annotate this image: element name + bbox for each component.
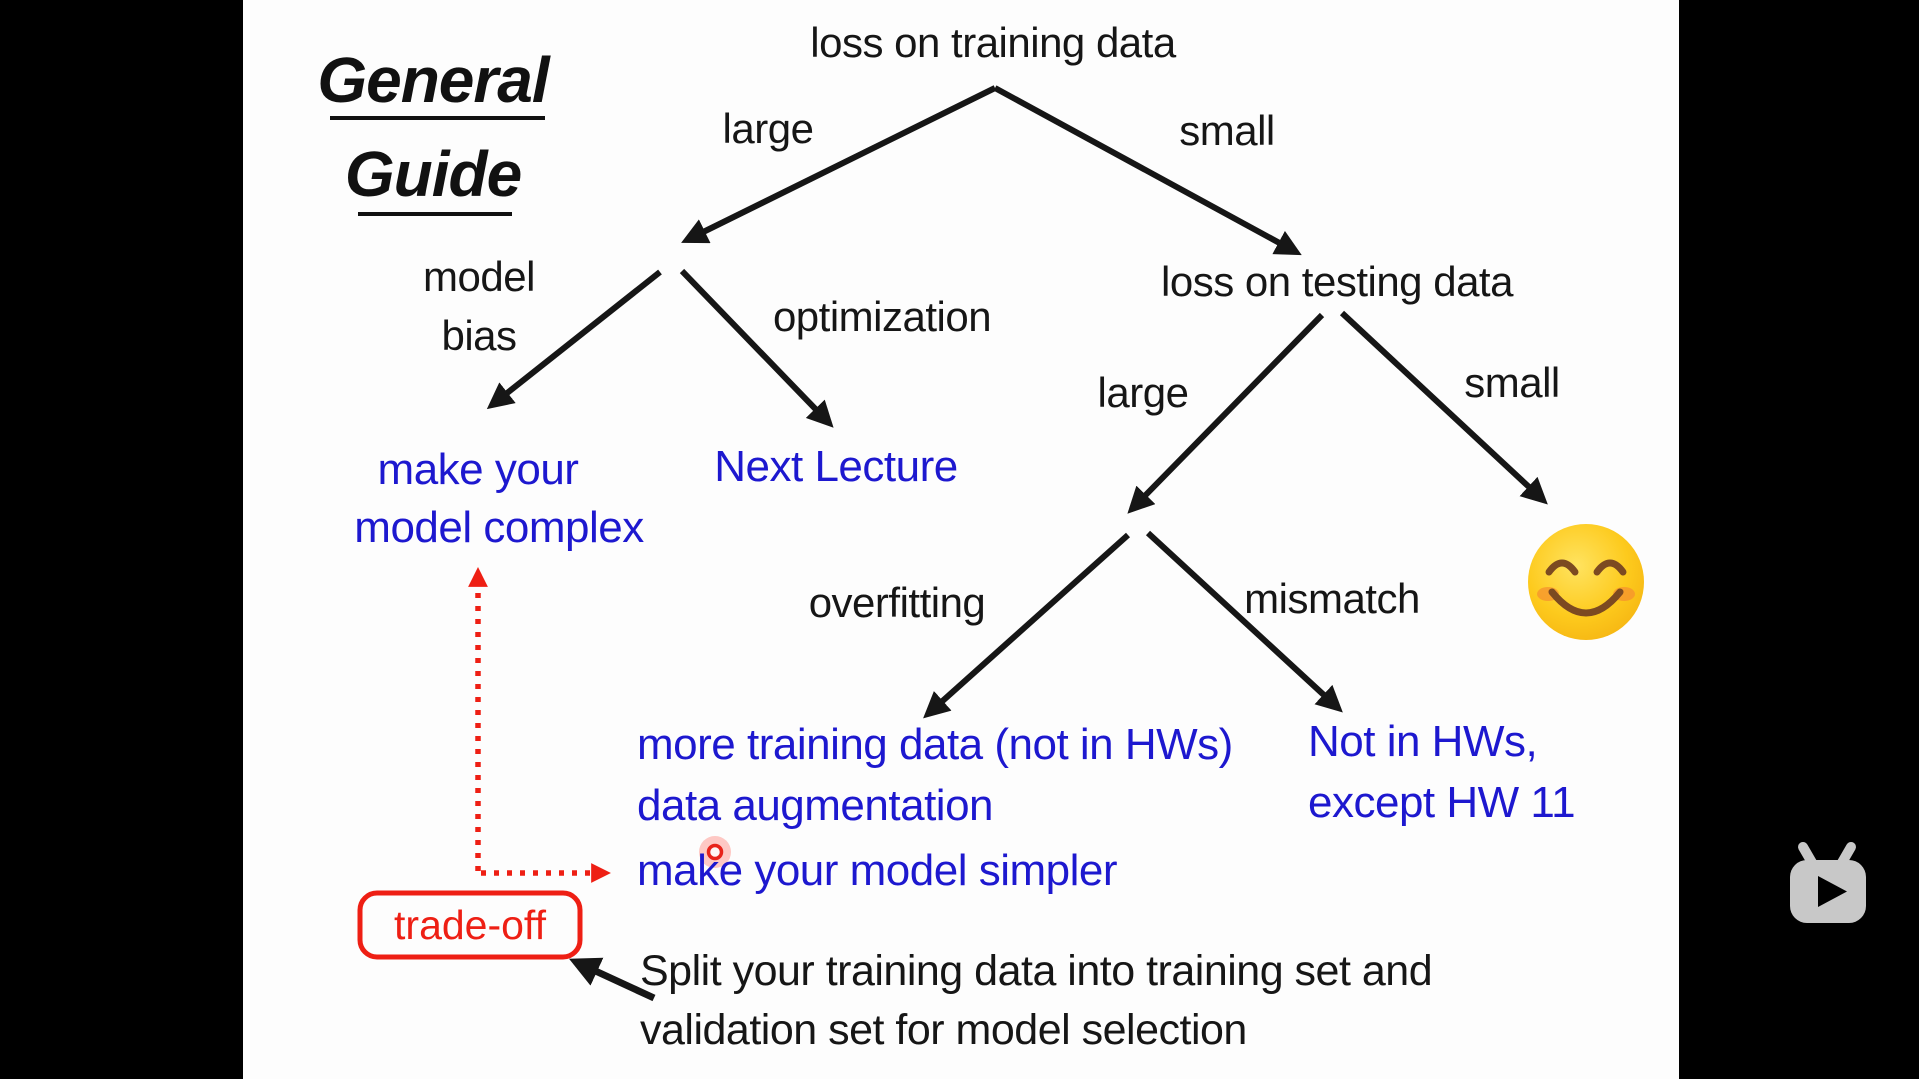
label-optimization: optimization <box>772 293 992 340</box>
remedy-next-lecture: Next Lecture <box>714 442 958 491</box>
label-mismatch: mismatch <box>1244 575 1420 622</box>
label-model-bias-line1: model <box>423 253 535 300</box>
branch-label-small-2: small <box>1464 359 1560 406</box>
overfitting-remedy-line2: data augmentation <box>637 781 994 830</box>
branch-label-large-1: large <box>722 105 814 152</box>
node-loss-testing: loss on testing data <box>1161 258 1513 305</box>
split-note-line1: Split your training data into training s… <box>640 947 1433 995</box>
play-triangle-icon <box>1818 876 1847 907</box>
split-note-line2: validation set for model selection <box>640 1006 1247 1054</box>
remedy-make-complex-line1: make your <box>377 445 579 494</box>
branch-label-small-1: small <box>1179 107 1275 154</box>
tv-body <box>1790 860 1866 923</box>
overfitting-remedy-line3: make your model simpler <box>637 846 1118 895</box>
antenna-right <box>1835 842 1856 871</box>
youtube-tv-watermark-icon[interactable] <box>1790 842 1866 923</box>
slide-title-line1: General <box>317 44 549 116</box>
label-model-bias-line2: bias <box>441 312 517 359</box>
antenna-left <box>1798 842 1819 871</box>
mismatch-note-line2: except HW 11 <box>1308 778 1576 827</box>
overfitting-remedy-line1: more training data (not in HWs) <box>637 720 1233 769</box>
branch-label-large-2: large <box>1097 369 1189 416</box>
trade-off-label: trade-off <box>394 902 546 948</box>
mismatch-note-line1: Not in HWs, <box>1308 717 1538 766</box>
node-loss-training: loss on training data <box>810 19 1176 66</box>
remedy-make-complex-line2: model complex <box>354 503 644 552</box>
label-overfitting: overfitting <box>808 579 986 626</box>
slide-title-line2: Guide <box>344 138 522 210</box>
